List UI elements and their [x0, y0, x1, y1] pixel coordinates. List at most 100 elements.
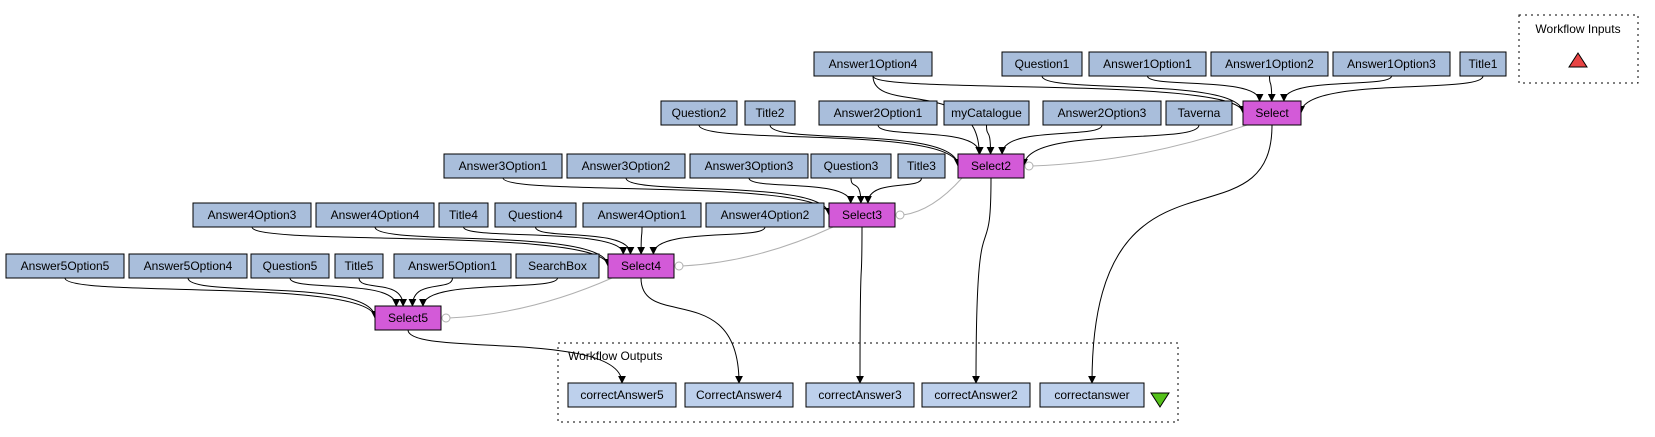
output-node-correctanswer[interactable]: correctanswer — [1039, 382, 1145, 408]
input-node-Answer1Option4[interactable]: Answer1Option4 — [813, 51, 933, 77]
input-node-Answer4Option4[interactable]: Answer4Option4 — [315, 202, 435, 228]
workflow-outputs-label: Workflow Outputs — [568, 349, 662, 363]
input-node-box — [1210, 51, 1329, 77]
input-node-Question4[interactable]: Question4 — [494, 202, 577, 228]
workflow-input-port-icon — [1568, 52, 1588, 68]
edge-Question4-to-Select4 — [535, 226, 635, 255]
input-node-Answer3Option3[interactable]: Answer3Option3 — [689, 153, 809, 179]
input-node-Title4[interactable]: Title4 — [438, 202, 489, 228]
edge-Answer1Option2-to-Select — [1267, 75, 1276, 102]
edge-Question5-to-Select5 — [289, 277, 401, 307]
input-node-label: Answer2Option1 — [834, 106, 923, 120]
workflow-inputs-label: Workflow Inputs — [1535, 22, 1620, 36]
edge-Taverna-to-Select2 — [1020, 124, 1200, 167]
input-node-Answer1Option1[interactable]: Answer1Option1 — [1088, 51, 1207, 77]
edge-Answer4Option2-to-Select4 — [649, 226, 766, 255]
processor-node-Select2[interactable]: Select2 — [957, 153, 1025, 179]
input-node-box — [494, 202, 577, 228]
input-node-Answer1Option3[interactable]: Answer1Option3 — [1332, 51, 1451, 77]
input-node-Title1[interactable]: Title1 — [1459, 51, 1507, 77]
input-node-box — [660, 100, 738, 126]
edge-Answer1Option3-to-Select — [1279, 75, 1392, 102]
workflow-inputs-cluster: Workflow Inputs — [1518, 14, 1639, 84]
input-node-Answer4Option3[interactable]: Answer4Option3 — [192, 202, 312, 228]
input-node-label: Question4 — [508, 208, 563, 222]
input-node-Answer5Option4[interactable]: Answer5Option4 — [128, 253, 248, 279]
input-node-box — [315, 202, 435, 228]
input-node-label: Title3 — [907, 159, 936, 173]
processor-node-Select4[interactable]: Select4 — [607, 253, 675, 279]
input-node-Question5[interactable]: Question5 — [250, 253, 330, 279]
input-node-Taverna[interactable]: Taverna — [1165, 100, 1233, 126]
input-node-box — [1088, 51, 1207, 77]
input-node-label: Title5 — [345, 259, 374, 273]
input-node-label: Answer4Option1 — [598, 208, 687, 222]
input-node-label: Question2 — [672, 106, 727, 120]
input-node-Answer5Option1[interactable]: Answer5Option1 — [393, 253, 512, 279]
workflow-output-port-icon — [1150, 392, 1170, 408]
input-node-Question3[interactable]: Question3 — [810, 153, 892, 179]
input-node-Question2[interactable]: Question2 — [660, 100, 738, 126]
input-node-Answer4Option2[interactable]: Answer4Option2 — [705, 202, 825, 228]
processor-node-box — [828, 202, 896, 228]
input-node-box — [818, 100, 938, 126]
output-node-correctAnswer2[interactable]: correctAnswer2 — [921, 382, 1031, 408]
processor-node-label: Select2 — [971, 159, 1011, 173]
input-node-Answer3Option2[interactable]: Answer3Option2 — [566, 153, 686, 179]
edge-Title4-to-Select4 — [463, 226, 628, 255]
input-node-box — [192, 202, 312, 228]
processor-node-label: Select5 — [388, 311, 428, 325]
input-node-SearchBox[interactable]: SearchBox — [515, 253, 600, 279]
input-node-label: Answer5Option1 — [408, 259, 497, 273]
input-node-Answer3Option1[interactable]: Answer3Option1 — [443, 153, 563, 179]
input-node-box — [250, 253, 330, 279]
input-node-Title3[interactable]: Title3 — [897, 153, 946, 179]
edge-Title3-to-Select3 — [863, 177, 922, 204]
input-node-Answer5Option5[interactable]: Answer5Option5 — [5, 253, 125, 279]
input-node-label: Taverna — [1178, 106, 1221, 120]
input-node-box — [810, 153, 892, 179]
input-node-label: Title4 — [449, 208, 478, 222]
input-node-label: Answer4Option2 — [721, 208, 810, 222]
edge-Answer2Option3-to-Select2 — [998, 124, 1103, 155]
processor-node-Select3[interactable]: Select3 — [828, 202, 896, 228]
input-node-box — [582, 202, 702, 228]
input-node-Title2[interactable]: Title2 — [744, 100, 796, 126]
processor-node-box — [607, 253, 675, 279]
processor-node-label: Select4 — [621, 259, 661, 273]
input-node-Title5[interactable]: Title5 — [334, 253, 384, 279]
input-node-box — [1459, 51, 1507, 77]
input-node-label: Answer2Option3 — [1058, 106, 1147, 120]
edge-Answer2Option1-to-Select2 — [877, 124, 984, 155]
output-node-label: correctAnswer3 — [818, 388, 902, 402]
input-node-label: SearchBox — [528, 259, 587, 273]
edge-Answer1Option1-to-Select — [1147, 75, 1264, 102]
input-node-Answer4Option1[interactable]: Answer4Option1 — [582, 202, 702, 228]
input-node-label: Answer4Option4 — [331, 208, 420, 222]
input-node-Answer1Option2[interactable]: Answer1Option2 — [1210, 51, 1329, 77]
output-node-label: correctAnswer2 — [934, 388, 1018, 402]
output-node-label: correctanswer — [1054, 388, 1129, 402]
output-node-correctAnswer3[interactable]: correctAnswer3 — [805, 382, 915, 408]
processor-node-Select[interactable]: Select — [1242, 100, 1302, 126]
output-node-correctAnswer5[interactable]: correctAnswer5 — [567, 382, 677, 408]
input-node-box — [1001, 51, 1083, 77]
input-node-box — [744, 100, 796, 126]
edge-Question3-to-Select3 — [850, 177, 865, 204]
input-node-box — [5, 253, 125, 279]
input-node-myCatalogue[interactable]: myCatalogue — [943, 100, 1030, 126]
control-link-endpoint — [895, 210, 905, 220]
output-node-CorrectAnswer4[interactable]: CorrectAnswer4 — [684, 382, 794, 408]
input-node-box — [1165, 100, 1233, 126]
input-node-Question1[interactable]: Question1 — [1001, 51, 1083, 77]
input-node-box — [393, 253, 512, 279]
input-node-box — [689, 153, 809, 179]
processor-node-Select5[interactable]: Select5 — [374, 305, 442, 331]
input-node-Answer2Option1[interactable]: Answer2Option1 — [818, 100, 938, 126]
processor-node-box — [374, 305, 442, 331]
input-node-Answer2Option3[interactable]: Answer2Option3 — [1042, 100, 1162, 126]
input-node-label: Answer4Option3 — [208, 208, 297, 222]
edge-myCatalogue-to-Select2 — [986, 124, 995, 155]
input-node-label: Answer3Option2 — [582, 159, 671, 173]
